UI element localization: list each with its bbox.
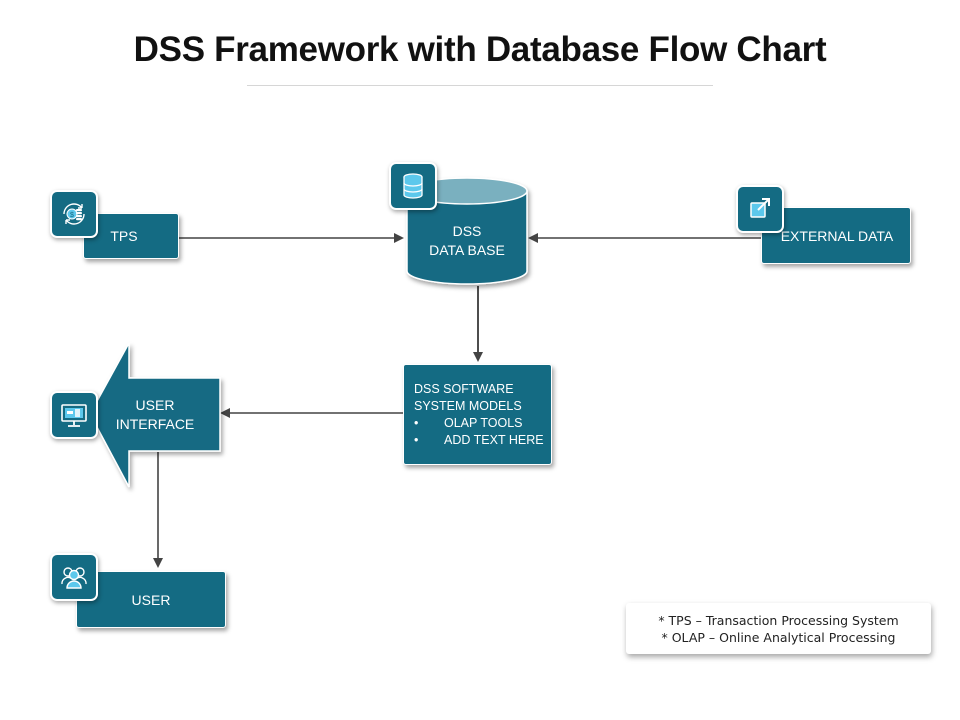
user-icon-tile [50, 553, 98, 601]
software-bullet-item: • OLAP TOOLS [414, 415, 523, 432]
money-cycle-icon: $ [63, 203, 85, 225]
database-label: DSS DATA BASE [408, 222, 526, 260]
user-label: USER [131, 591, 171, 608]
svg-text:$: $ [70, 212, 74, 219]
database-label-line2: DATA BASE [429, 242, 505, 258]
database-cylinder[interactable] [406, 177, 528, 285]
bullet-dot: • [414, 415, 419, 430]
legend-line: * TPS – Transaction Processing System [658, 612, 899, 628]
database-icon-tile [389, 162, 437, 210]
user-interface-arrow-shape[interactable] [89, 342, 221, 488]
external-icon-tile [736, 185, 784, 233]
page-title: DSS Framework with Database Flow Chart [133, 30, 827, 69]
tps-node[interactable]: TPS [83, 213, 179, 259]
tps-icon-tile: $ [50, 190, 98, 238]
abbreviation-legend: * TPS – Transaction Processing System * … [626, 603, 931, 654]
tps-label: TPS [110, 228, 138, 244]
bullet-text: OLAP TOOLS [444, 415, 523, 430]
user-interface-label: USER INTERFACE [105, 396, 205, 434]
software-bullet-item: • ADD TEXT HERE [414, 432, 544, 449]
legend-line: * OLAP – Online Analytical Processing [661, 629, 896, 645]
external-data-node[interactable]: EXTERNAL DATA [761, 207, 911, 264]
external-link-icon [750, 198, 770, 218]
database-icon [403, 173, 423, 199]
database-label-line1: DSS [452, 223, 482, 239]
bullet-text: ADD TEXT HERE [444, 432, 544, 447]
monitor-icon [61, 404, 87, 427]
user-node[interactable]: USER [76, 571, 226, 628]
user-interface-icon-tile [50, 391, 98, 439]
title-divider [247, 85, 713, 86]
external-data-label: EXTERNAL DATA [780, 227, 894, 244]
users-icon [61, 567, 87, 589]
user-interface-line2: INTERFACE [115, 416, 195, 432]
dss-software-node[interactable]: DSS SOFTWARE SYSTEM MODELS • OLAP TOOLS … [403, 364, 552, 465]
software-title-line1: DSS SOFTWARE [414, 381, 514, 396]
software-title-line2: SYSTEM MODELS [414, 398, 522, 413]
bullet-dot: • [414, 432, 419, 447]
user-interface-line1: USER [135, 397, 175, 413]
